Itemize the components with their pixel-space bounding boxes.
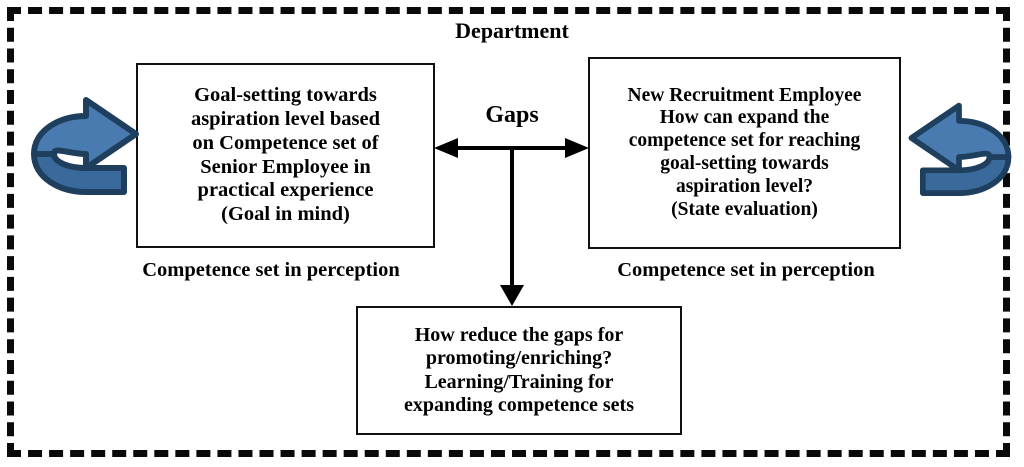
left-competence-caption: Competence set in perception [142,259,400,281]
reduce-gaps-box[interactable]: How reduce the gaps for promoting/enrich… [356,306,682,435]
new-recruitment-box-text: New Recruitment Employee How can expand … [627,84,862,220]
new-recruitment-box[interactable]: New Recruitment Employee How can expand … [588,57,901,249]
department-boundary [7,7,1010,457]
circular-arrow-icon [908,102,1012,197]
goal-setting-box-text: Goal-setting towards aspiration level ba… [190,83,381,226]
department-title: Department [455,18,569,43]
gaps-label: Gaps [485,102,539,128]
reduce-gaps-box-text: How reduce the gaps for promoting/enrich… [404,323,634,416]
circular-arrow-icon [31,97,139,195]
goal-setting-box[interactable]: Goal-setting towards aspiration level ba… [136,63,435,248]
right-competence-caption: Competence set in perception [617,259,875,281]
